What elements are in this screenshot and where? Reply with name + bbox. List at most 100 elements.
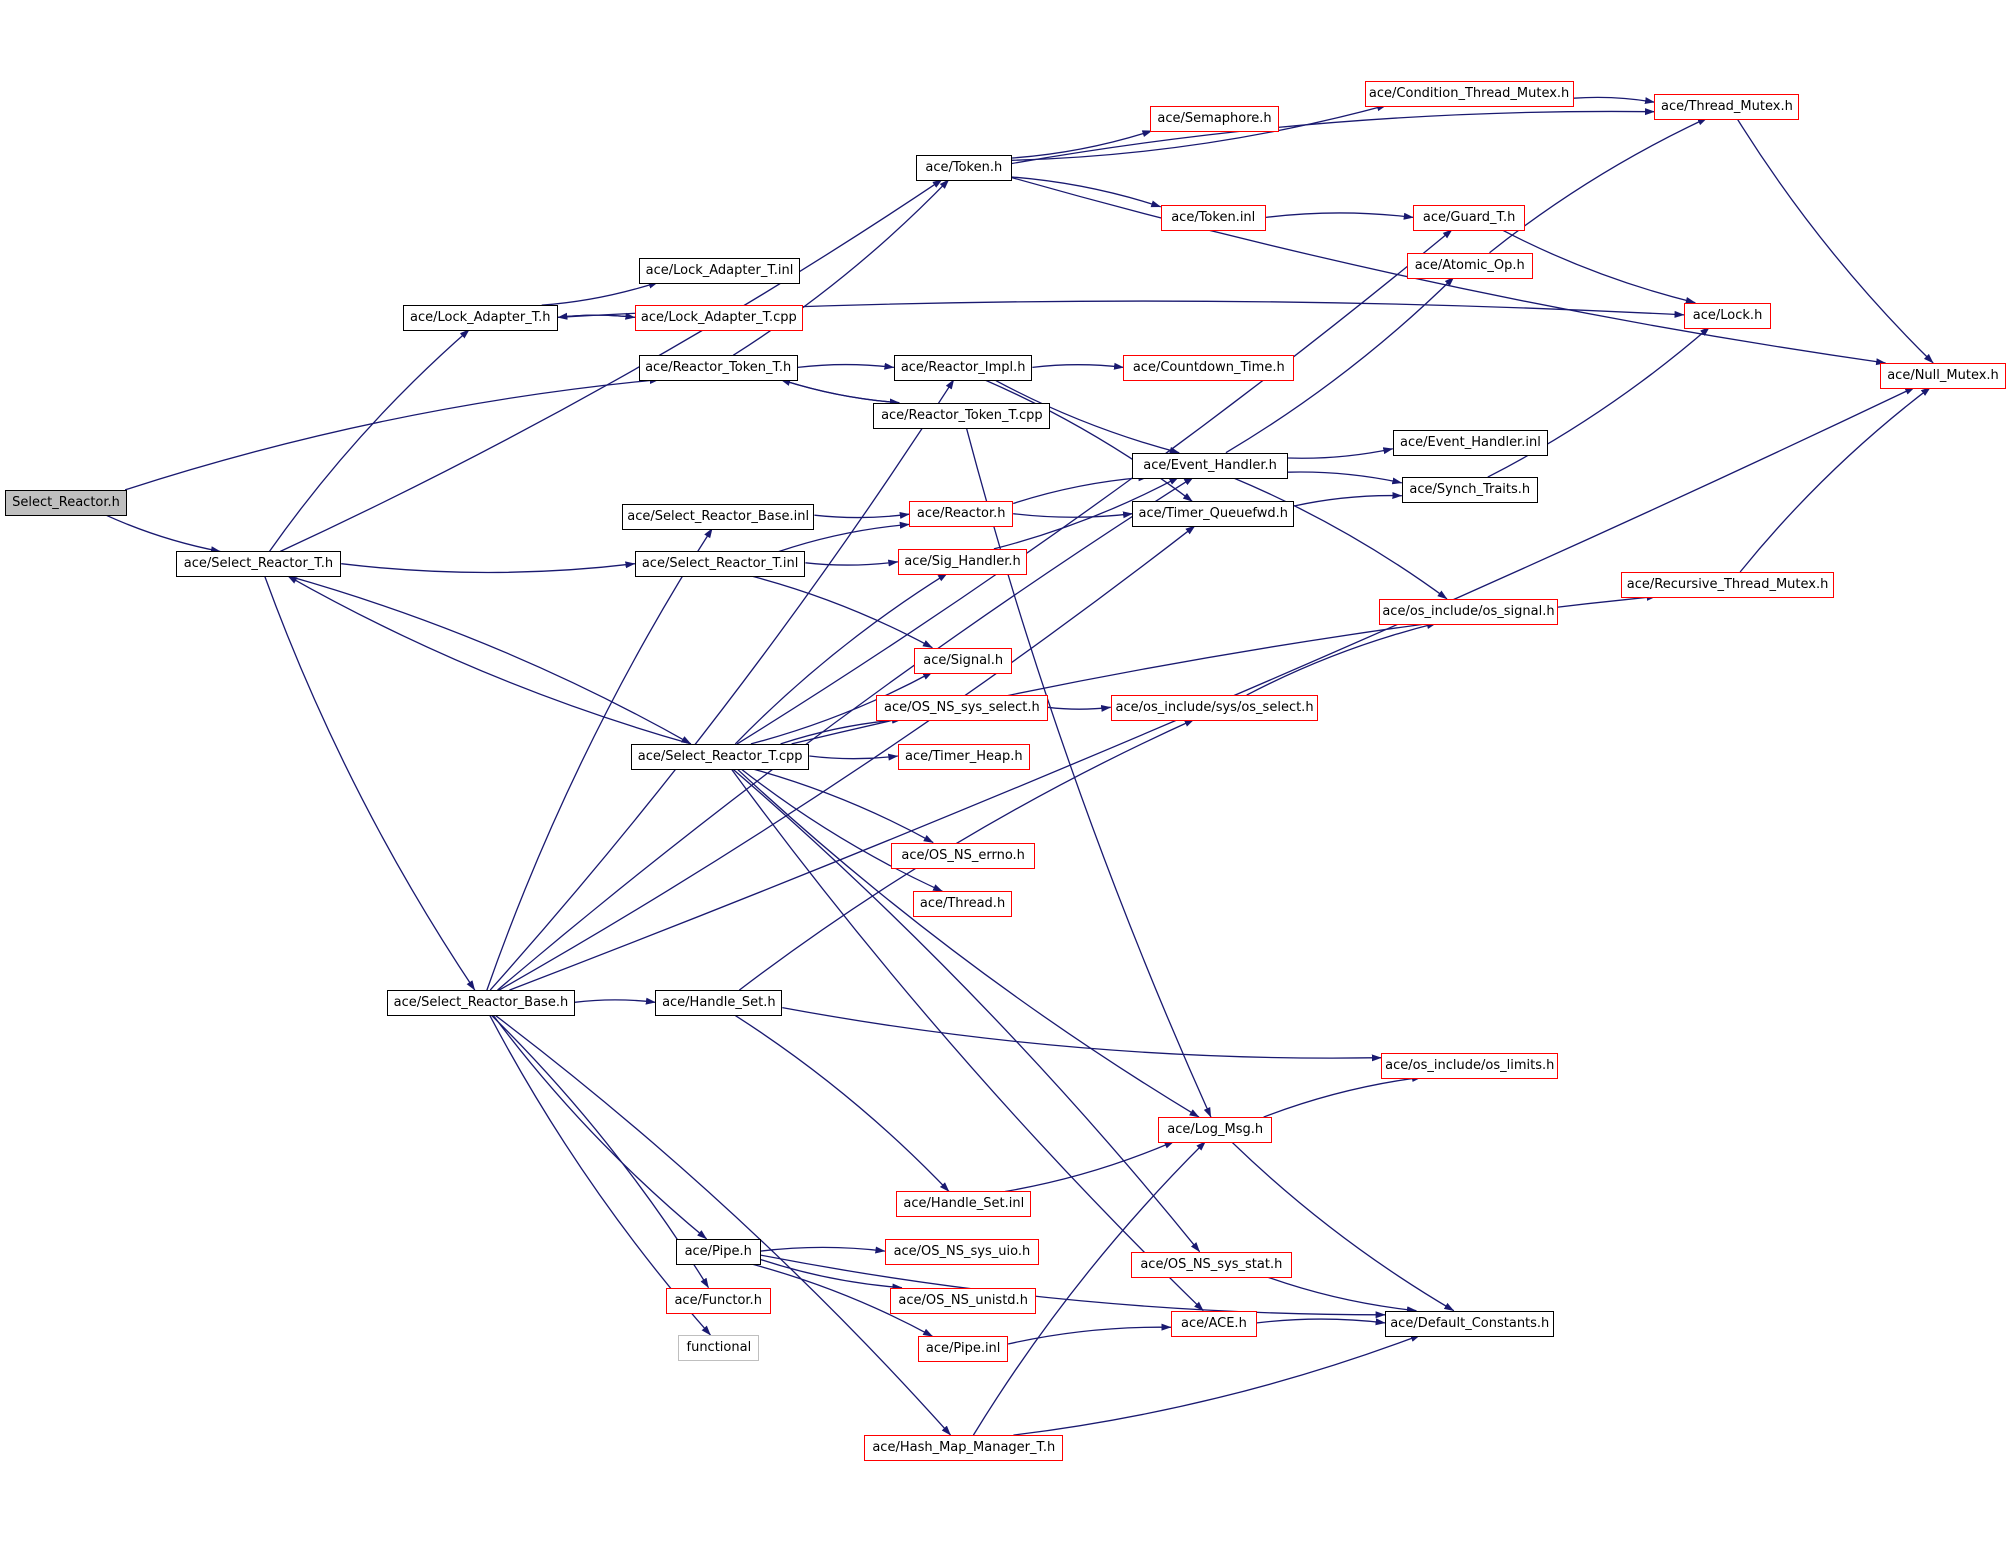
edge-reactor-h-to-timer-queuefwd-h [1013,511,1133,519]
node-sig-handler-h[interactable]: ace/Sig_Handler.h [897,548,1028,575]
node-os-ns-sys-select-h[interactable]: ace/OS_NS_sys_select.h [875,695,1048,722]
edge-pipe-h-to-pipe-inl [748,1262,934,1337]
node-handle-set-h[interactable]: ace/Handle_Set.h [655,990,783,1017]
edge-pipe-h-to-default-constants-h [760,1254,1386,1319]
edge-guard-t-h-to-lock-h [1501,229,1696,304]
node-ace-h[interactable]: ace/ACE.h [1170,1310,1257,1337]
node-select-reactor-base-h[interactable]: ace/Select_Reactor_Base.h [387,990,575,1017]
edge-pipe-inl-to-ace-h [1007,1323,1172,1345]
node-handle-set-inl[interactable]: ace/Handle_Set.inl [896,1191,1032,1218]
edge-atomic-op-h-to-thread-mutex-h [1489,117,1708,254]
node-os-ns-unistd-h[interactable]: ace/OS_NS_unistd.h [890,1287,1037,1314]
node-functor-h[interactable]: ace/Functor.h [665,1287,771,1314]
node-default-constants-h[interactable]: ace/Default_Constants.h [1385,1310,1555,1337]
node-timer-queuefwd-h[interactable]: ace/Timer_Queuefwd.h [1132,501,1295,528]
node-lock-h[interactable]: ace/Lock.h [1683,302,1772,329]
edge-select-reactor-t-inl-to-signal-h [750,575,933,649]
edge-select-reactor-t-inl-to-reactor-h [778,521,910,553]
edge-select-reactor-t-cpp-to-select-reactor-t-h [287,575,692,745]
node-recursive-thread-mutex-h[interactable]: ace/Recursive_Thread_Mutex.h [1621,572,1834,598]
node-token-h[interactable]: ace/Token.h [915,155,1012,182]
edge-token-h-to-token-inl [1011,176,1162,208]
edge-handle-set-inl-to-log-msg-h [1004,1140,1175,1193]
node-lock-adapter-t-cpp[interactable]: ace/Lock_Adapter_T.cpp [634,305,803,332]
edge-select-reactor-base-h-to-event-handler-h [497,476,1194,991]
edge-select-reactor-t-cpp-to-signal-h [750,671,933,745]
node-select-reactor-h[interactable]: Select_Reactor.h [5,489,127,516]
edge-reactor-impl-h-to-event-handler-h [993,379,1180,454]
edge-sig-handler-h-to-event-handler-h [993,476,1180,550]
node-token-inl[interactable]: ace/Token.inl [1160,205,1266,232]
edge-select-reactor-base-h-to-handle-set-h [574,997,656,1005]
edge-select-reactor-t-cpp-to-os-ns-sys-stat-h [731,767,1201,1253]
node-atomic-op-h[interactable]: ace/Atomic_Op.h [1406,252,1533,279]
edge-condition-thread-mutex-h-to-thread-mutex-h [1573,96,1655,105]
edge-token-h-to-semaphore-h [1011,130,1153,159]
node-os-limits-h[interactable]: ace/os_include/os_limits.h [1381,1052,1559,1079]
node-synch-traits-h[interactable]: ace/Synch_Traits.h [1401,477,1538,504]
edge-select-reactor-t-cpp-to-sig-handler-h [734,572,948,745]
node-timer-heap-h[interactable]: ace/Timer_Heap.h [897,743,1030,770]
edge-event-handler-h-to-event-handler-inl [1287,447,1394,459]
edge-token-inl-to-guard-t-h [1265,212,1414,220]
edge-select-reactor-base-h-to-pipe-h [492,1014,708,1240]
node-reactor-impl-h[interactable]: ace/Reactor_Impl.h [893,355,1033,382]
edge-event-handler-h-to-synch-traits-h [1287,471,1403,485]
edge-pipe-h-to-os-ns-unistd-h [760,1258,903,1291]
edge-thread-mutex-h-to-null-mutex-h [1736,117,1934,364]
edge-os-ns-sys-stat-h-to-default-constants-h [1264,1275,1417,1314]
node-os-ns-errno-h[interactable]: ace/OS_NS_errno.h [891,842,1035,869]
node-pipe-inl[interactable]: ace/Pipe.inl [918,1336,1009,1363]
node-thread-h[interactable]: ace/Thread.h [913,891,1012,918]
edge-select-reactor-t-h-to-select-reactor-base-h [263,575,476,991]
edge-reactor-token-t-cpp-to-log-msg-h [965,426,1212,1118]
node-os-signal-h[interactable]: ace/os_include/os_signal.h [1378,598,1559,625]
edge-lock-adapter-t-h-to-lock-adapter-t-inl [541,281,659,306]
node-lock-adapter-t-h[interactable]: ace/Lock_Adapter_T.h [402,305,558,332]
node-reactor-token-t-cpp[interactable]: ace/Reactor_Token_T.cpp [873,402,1051,429]
edge-select-reactor-t-cpp-to-ace-h [730,767,1204,1312]
node-event-handler-h[interactable]: ace/Event_Handler.h [1132,452,1288,479]
edge-select-reactor-t-h-to-select-reactor-t-cpp [287,575,692,745]
node-functional: functional [678,1335,760,1362]
edge-token-h-to-thread-mutex-h [1011,108,1655,165]
node-semaphore-h[interactable]: ace/Semaphore.h [1150,106,1279,133]
edge-handle-set-h-to-handle-set-inl [733,1013,950,1192]
node-countdown-time-h[interactable]: ace/Countdown_Time.h [1123,355,1295,382]
node-guard-t-h[interactable]: ace/Guard_T.h [1413,205,1525,232]
edge-reactor-token-t-cpp-to-reactor-token-t-h [780,378,900,404]
edge-select-reactor-t-cpp-to-guard-t-h [736,229,1453,745]
edge-reactor-impl-h-to-countdown-time-h [1032,362,1124,370]
edge-reactor-token-t-h-to-reactor-token-t-cpp [780,378,900,406]
node-reactor-h[interactable]: ace/Reactor.h [909,501,1014,528]
node-os-select-h[interactable]: ace/os_include/sys/os_select.h [1110,695,1319,722]
node-os-ns-sys-stat-h[interactable]: ace/OS_NS_sys_stat.h [1131,1251,1292,1278]
edge-os-ns-sys-select-h-to-os-select-h [1047,704,1112,712]
node-event-handler-inl[interactable]: ace/Event_Handler.inl [1392,429,1548,456]
edge-synch-traits-h-to-lock-h [1487,326,1711,478]
node-pipe-h[interactable]: ace/Pipe.h [675,1238,761,1265]
edge-select-reactor-t-h-to-token-h [279,179,943,553]
edge-handle-set-h-to-os-select-h [738,718,1195,991]
node-thread-mutex-h[interactable]: ace/Thread_Mutex.h [1654,93,1800,120]
edge-select-reactor-t-h-to-select-reactor-t-inl [341,561,636,574]
node-select-reactor-t-h[interactable]: ace/Select_Reactor_T.h [175,551,342,578]
node-select-reactor-t-cpp[interactable]: ace/Select_Reactor_T.cpp [631,743,810,770]
node-null-mutex-h[interactable]: ace/Null_Mutex.h [1880,362,2006,389]
edge-os-select-h-to-os-signal-h [1246,622,1437,696]
node-log-msg-h[interactable]: ace/Log_Msg.h [1158,1117,1273,1144]
edge-reactor-token-t-h-to-token-h [732,179,950,356]
node-reactor-token-t-h[interactable]: ace/Reactor_Token_T.h [638,355,798,382]
node-os-ns-sys-uio-h[interactable]: ace/OS_NS_sys_uio.h [884,1238,1039,1265]
node-lock-adapter-t-inl[interactable]: ace/Lock_Adapter_T.inl [638,257,801,284]
node-signal-h[interactable]: ace/Signal.h [914,647,1012,674]
edge-select-reactor-t-cpp-to-log-msg-h [735,767,1200,1118]
edge-pipe-h-to-os-ns-sys-uio-h [760,1246,886,1254]
node-condition-thread-mutex-h[interactable]: ace/Condition_Thread_Mutex.h [1364,80,1574,107]
node-select-reactor-base-inl[interactable]: ace/Select_Reactor_Base.inl [622,504,815,531]
node-hash-map-manager-t-h[interactable]: ace/Hash_Map_Manager_T.h [864,1435,1064,1462]
node-select-reactor-t-inl[interactable]: ace/Select_Reactor_T.inl [634,551,806,578]
edge-log-msg-h-to-default-constants-h [1230,1140,1455,1312]
edge-hash-map-manager-t-h-to-default-constants-h [1013,1334,1421,1436]
